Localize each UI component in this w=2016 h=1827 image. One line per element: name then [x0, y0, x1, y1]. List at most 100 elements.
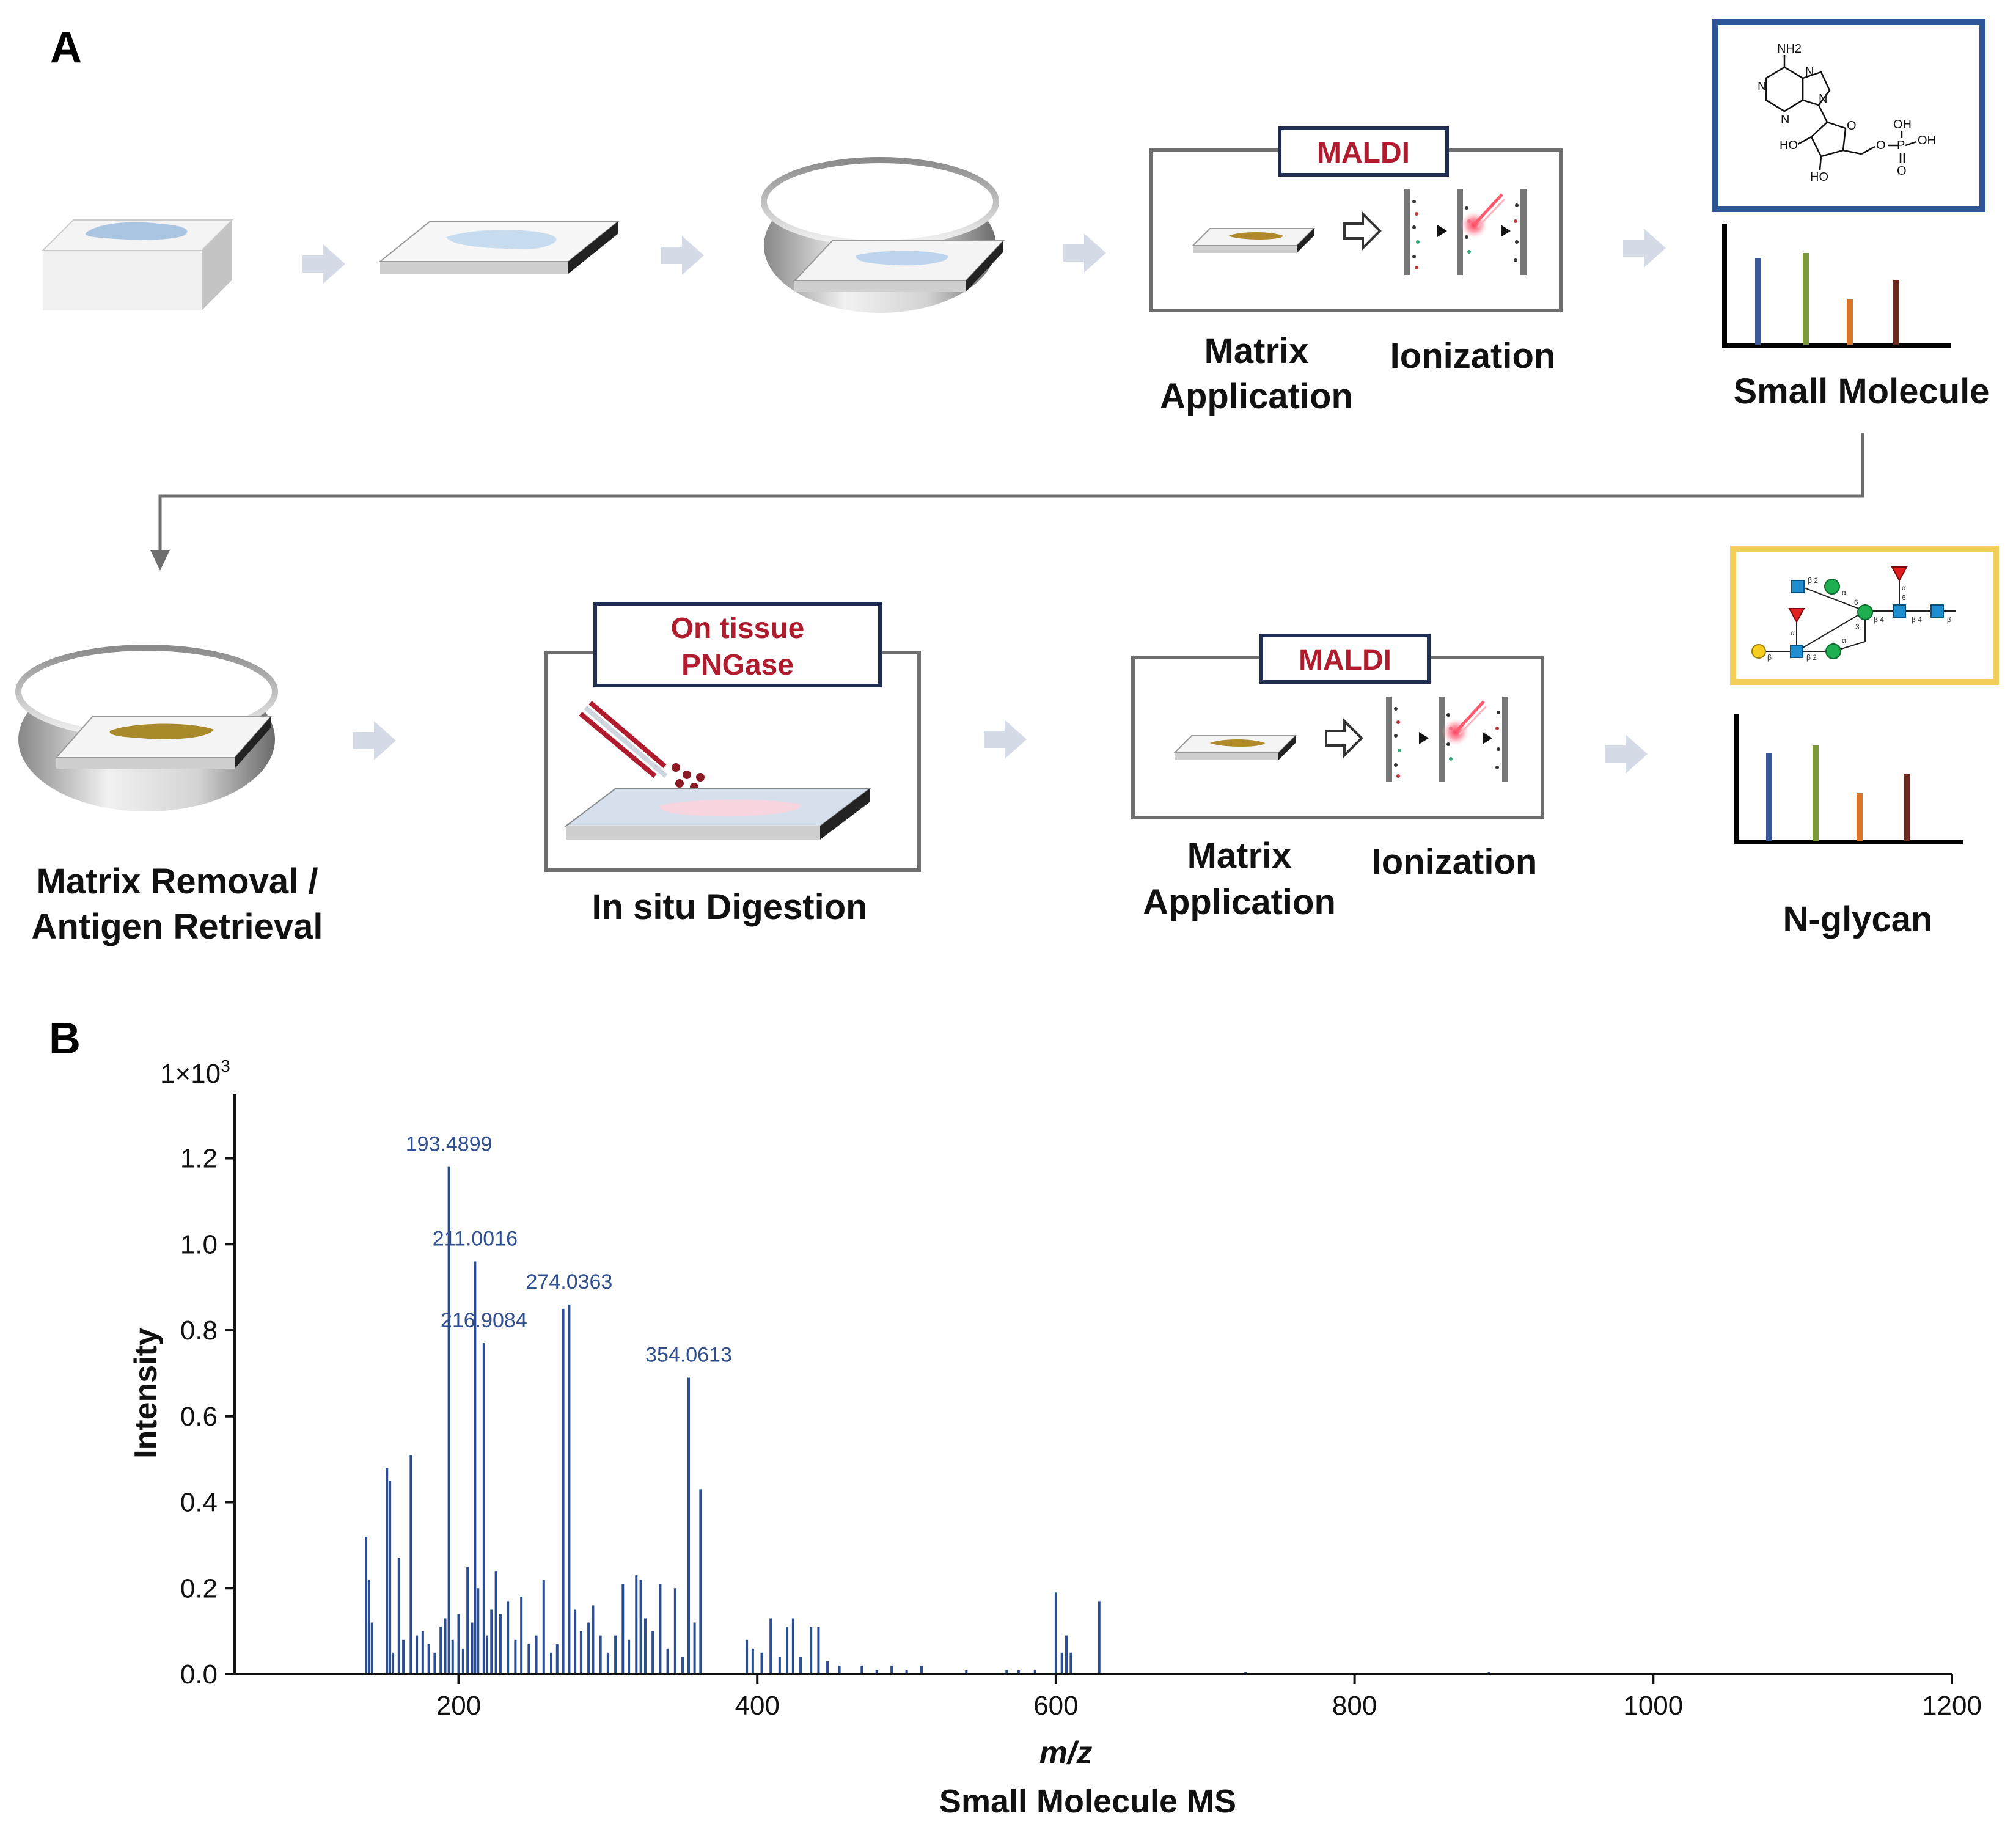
glycan-linkage-label: β 4: [1874, 615, 1884, 624]
chem-label-o: O: [1897, 164, 1907, 178]
maldi-label-top: MALDI: [1317, 137, 1410, 169]
tissue-block-icon: [41, 219, 234, 310]
in-situ-digestion-label: In situ Digestion: [592, 887, 867, 927]
small-molecule-structure-box: NH2 N N N N O HO HO O P OH OH O: [1712, 19, 1985, 212]
mini-bar: [1813, 745, 1819, 841]
arrow-right-icon: [1063, 233, 1106, 273]
arrow-right-icon: [661, 236, 704, 275]
maldi-label-bottom: MALDI: [1299, 644, 1391, 676]
glycan-linkage-label: α: [1902, 584, 1906, 592]
glycan-linkage-label: β: [1767, 653, 1772, 662]
peak-label: 354.0613: [645, 1343, 732, 1366]
mini-bar: [1893, 280, 1899, 345]
x-tick-label: 800: [1332, 1691, 1377, 1721]
mini-bar: [1847, 299, 1853, 345]
chem-label-ho: HO: [1810, 170, 1828, 184]
y-tick-label: 0.4: [180, 1488, 218, 1518]
arrow-right-icon: [1623, 229, 1666, 268]
matrix-application-label-bottom-2: Application: [1143, 882, 1336, 922]
connector-arrow: [150, 433, 1864, 571]
chem-label-n: N: [1805, 65, 1814, 79]
on-tissue-label-2: PNGase: [681, 649, 794, 681]
amp-structure-icon: [1765, 55, 1917, 170]
sprayer-icon: [579, 700, 705, 802]
y-tick-label: 0.6: [180, 1402, 218, 1432]
ionization-label-top: Ionization: [1390, 336, 1556, 376]
chem-label-o: O: [1847, 119, 1857, 133]
peak-label: 211.0016: [433, 1227, 518, 1250]
glycan-linkage-label: β 2: [1806, 653, 1817, 662]
n-glycan-label: N-glycan: [1783, 899, 1933, 939]
panel-a-letter: A: [50, 23, 82, 72]
mannose-circle-icon: [1857, 604, 1873, 620]
mannose-circle-icon: [1824, 579, 1840, 595]
chem-label-n: N: [1781, 113, 1789, 126]
glycan-linkage-label: α: [1842, 636, 1846, 645]
on-tissue-label-1: On tissue: [671, 612, 805, 645]
arrow-right-icon: [353, 721, 396, 760]
galactose-circle-icon: [1751, 644, 1766, 659]
mass-spectrum-chart: 1×103 Intensity m/z Small Molecule MS 0.…: [128, 1056, 1982, 1820]
glycan-structure-icon: β 2 β 2 β 4 β 4 α α α α 6 6 3 β β: [1751, 566, 1956, 662]
arrow-right-icon: [984, 720, 1027, 759]
mini-bar: [1766, 753, 1772, 841]
chem-label-oh: OH: [1893, 118, 1912, 131]
y-tick-label: 0.8: [180, 1316, 218, 1346]
arrow-right-icon: [1343, 211, 1382, 251]
mini-bar: [1857, 793, 1863, 841]
glycan-linkage-label: 3: [1855, 623, 1860, 631]
chart-axes: [233, 1094, 1952, 1675]
y-axis-title: Intensity: [128, 1328, 164, 1459]
chem-label-o: O: [1876, 139, 1886, 152]
chem-label-ho: HO: [1780, 139, 1798, 152]
mini-spectrum-small-molecule: [1722, 224, 1951, 348]
in-situ-digestion-box: On tissue PNGase: [544, 602, 921, 872]
petri-dish-icon: [761, 157, 1005, 313]
maldi-process-box-bottom: MALDI: [1131, 634, 1544, 819]
mini-spectrum-n-glycan: [1734, 714, 1963, 844]
glycan-linkage-label: α: [1842, 588, 1846, 597]
mini-bar: [1803, 253, 1809, 345]
x-tick-label: 400: [735, 1691, 780, 1721]
y-tick-label: 1.0: [180, 1229, 218, 1259]
mannose-circle-icon: [1825, 643, 1841, 659]
arrow-right-icon: [1605, 734, 1648, 774]
ionization-plates-icon: [1404, 189, 1527, 275]
x-tick-label: 1200: [1922, 1691, 1982, 1721]
ionization-label-bottom: Ionization: [1372, 842, 1538, 882]
tissue-slide-icon: [378, 221, 620, 274]
glycan-linkage-label: 6: [1854, 598, 1858, 607]
matrix-removal-label-2: Antigen Retrieval: [32, 907, 323, 946]
x-tick-label: 1000: [1623, 1691, 1683, 1721]
glycan-linkage-label: α: [1791, 629, 1795, 637]
panel-b-letter: B: [49, 1014, 81, 1063]
maldi-process-box-top: MALDI: [1149, 126, 1563, 312]
glcnac-square-icon: [1791, 580, 1805, 593]
glycan-linkage-label: β: [1947, 615, 1951, 624]
matrix-removal-dish-icon: [15, 645, 278, 811]
n-glycan-structure-box: β 2 β 2 β 4 β 4 α α α α 6 6 3 β β: [1730, 546, 1999, 685]
ionization-plates-icon: [1386, 697, 1508, 782]
chem-label-p: P: [1897, 139, 1905, 152]
y-tick-label: 1.2: [180, 1144, 218, 1174]
spectrum-bars: [365, 1166, 1490, 1674]
fucose-triangle-icon: [1891, 566, 1908, 582]
small-molecule-label: Small Molecule: [1733, 372, 1989, 411]
glcnac-square-icon: [1893, 604, 1906, 618]
peak-label: 193.4899: [406, 1133, 493, 1156]
chem-label-n: N: [1819, 92, 1827, 106]
y-tick-label: 0.2: [180, 1573, 218, 1603]
matrix-application-label-top-2: Application: [1160, 376, 1353, 416]
glcnac-square-icon: [1930, 604, 1944, 618]
chem-label-n: N: [1758, 80, 1766, 93]
matrix-application-label-top-1: Matrix: [1204, 331, 1309, 371]
y-multiplier-label: 1×103: [160, 1056, 230, 1089]
arrow-right-icon: [302, 244, 345, 284]
chem-label-nh2: NH2: [1777, 42, 1802, 56]
glycan-linkage-label: β 2: [1808, 576, 1818, 585]
arrow-right-icon: [1325, 718, 1363, 758]
chart-title: Small Molecule MS: [939, 1783, 1236, 1820]
